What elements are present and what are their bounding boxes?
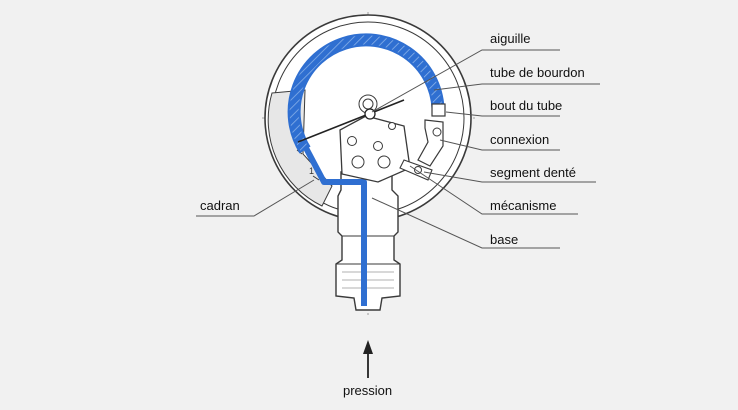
leader-base [371,197,560,249]
label-base: base [490,232,519,247]
label-aiguille: aiguille [490,31,531,46]
label-mecanisme: mécanisme [490,198,557,213]
screw [377,155,391,169]
leader-bout [445,111,560,117]
dial-tick-label: 1 [309,166,314,176]
tube-tip [431,103,446,117]
leader-segment [423,171,596,183]
leader-tube [433,83,600,91]
bourdon-tube-hatch [289,35,443,153]
label-segment-dente: segment denté [490,165,577,180]
leader-connexion [439,139,560,151]
base-block [335,171,401,311]
label-bout-du-tube: bout du tube [490,98,563,113]
leader-aiguille [371,49,560,113]
screw [351,155,365,169]
pointer-needle [297,99,405,143]
arrow-up-icon [363,340,373,378]
label-pression: pression [343,383,393,398]
screw [388,122,396,130]
label-cadran: cadran [200,198,240,213]
screw [373,141,383,151]
label-connexion: connexion [490,132,550,147]
pressure-channel [303,146,367,306]
label-tube-de-bourdon: tube de bourdon [490,65,585,80]
screw [347,136,357,146]
segment-pivot [414,166,422,174]
leader-lines [196,49,600,249]
dial-tick [312,175,320,181]
pointer-hub [364,108,376,120]
link-pivot [432,127,442,137]
leader-cadran [196,179,315,217]
leader-mecanisme [409,165,578,215]
